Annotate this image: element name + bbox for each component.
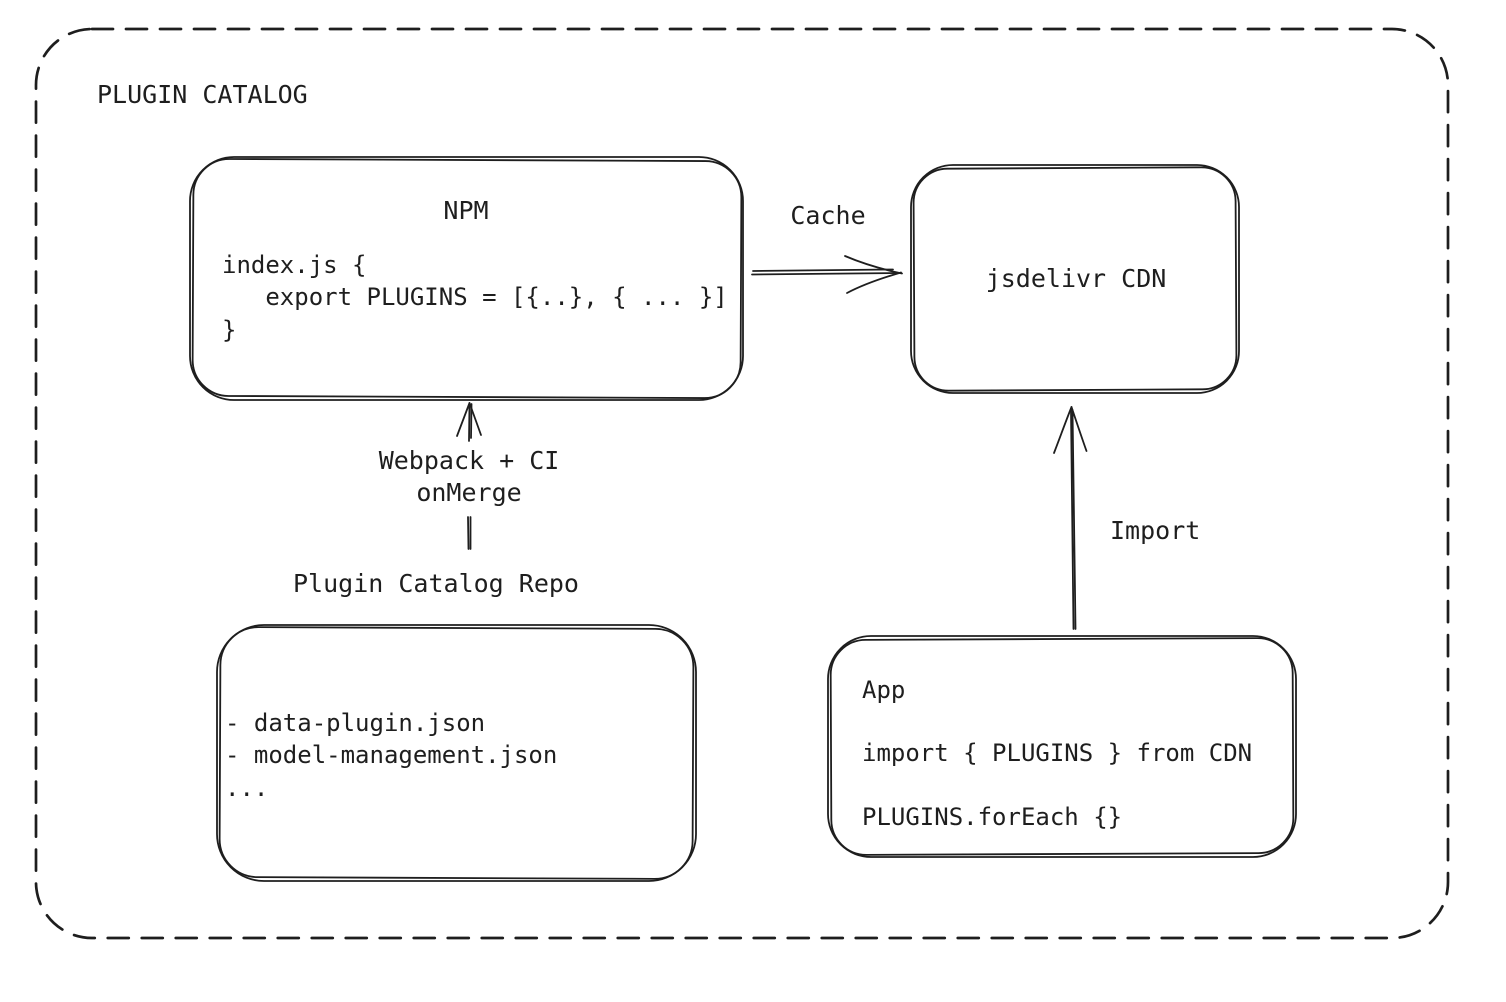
cdn-box: [911, 165, 1239, 393]
npm-box-title: NPM: [443, 196, 489, 225]
build-arrow: [457, 403, 481, 549]
npm-box: [190, 157, 743, 400]
import-arrow: [1054, 407, 1087, 629]
npm-code-line-3: }: [222, 316, 237, 344]
repo-box-label: Plugin Catalog Repo: [293, 569, 579, 598]
repo-file-item-3: ...: [225, 774, 269, 802]
diagram-title: PLUGIN CATALOG: [97, 80, 308, 109]
build-arrow-label: Webpack + CI onMerge: [379, 445, 560, 509]
cache-arrow: [752, 256, 902, 293]
build-arrow-label-line-1: Webpack + CI: [378, 446, 560, 475]
repo-file-item-2: - model-management.json: [225, 741, 558, 769]
npm-code-line-1: index.js {: [222, 251, 367, 279]
app-code-line-2: PLUGINS.forEach {}: [862, 803, 1123, 831]
app-box: [828, 636, 1296, 857]
npm-code-line-2: export PLUGINS = [{..}, { ... }]: [222, 283, 728, 311]
cdn-box-title: jsdelivr CDN: [985, 264, 1167, 293]
build-arrow-label-line-2: onMerge: [416, 478, 522, 507]
import-arrow-label: Import: [1110, 516, 1201, 545]
cache-arrow-label: Cache: [790, 201, 866, 230]
repo-file-item-1: - data-plugin.json: [225, 709, 486, 737]
plugin-catalog-frame: [36, 29, 1448, 938]
app-box-title: App: [862, 676, 906, 704]
app-code-line-1: import { PLUGINS } from CDN: [862, 739, 1253, 767]
repo-box: [217, 625, 696, 881]
